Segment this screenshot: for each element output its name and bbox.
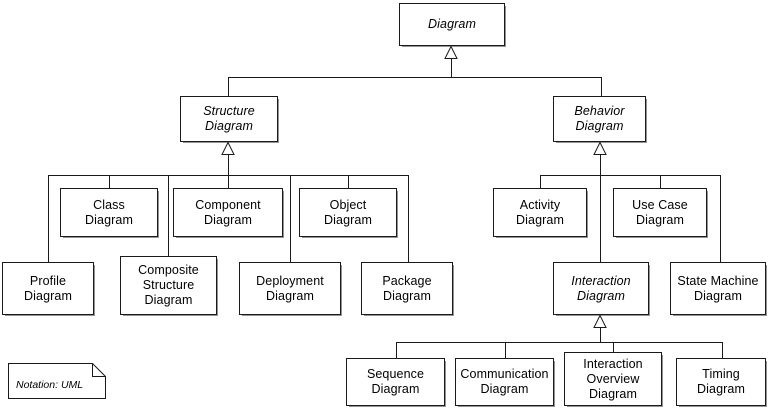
edge-interaction-stem <box>600 328 601 342</box>
edge-behavior-stem <box>600 155 601 175</box>
edge-drop-object <box>348 175 349 188</box>
notation-note: Notation: UML <box>8 363 106 399</box>
node-behavior-diagram[interactable]: Behavior Diagram <box>553 96 646 142</box>
node-deployment-diagram[interactable]: Deployment Diagram <box>239 262 341 315</box>
node-communication-diagram[interactable]: Communication Diagram <box>455 358 554 406</box>
generalization-arrow-structure <box>221 142 235 155</box>
edge-drop-component <box>228 175 229 188</box>
node-composite-structure-diagram[interactable]: Composite Structure Diagram <box>120 256 217 315</box>
edge-drop-communication <box>505 342 506 358</box>
node-use-case-diagram[interactable]: Use Case Diagram <box>613 188 707 237</box>
edge-drop-state-machine <box>720 175 721 262</box>
edge-drop-activity <box>540 175 541 188</box>
edge-drop-timing <box>722 342 723 358</box>
edge-drop-interaction <box>600 175 601 262</box>
node-profile-diagram[interactable]: Profile Diagram <box>2 262 94 315</box>
node-timing-diagram[interactable]: Timing Diagram <box>676 358 766 406</box>
node-object-diagram[interactable]: Object Diagram <box>299 188 397 237</box>
edge-drop-behavior <box>601 77 602 96</box>
edge-behavior-bus <box>540 175 721 176</box>
node-interaction-diagram[interactable]: Interaction Diagram <box>553 262 649 315</box>
edge-drop-composite-structure <box>168 175 169 256</box>
edge-drop-sequence <box>396 342 397 358</box>
edge-drop-profile <box>48 175 49 262</box>
node-interaction-overview-diagram[interactable]: Interaction Overview Diagram <box>564 352 662 406</box>
edge-drop-structure <box>228 77 229 96</box>
edge-drop-deployment <box>290 175 291 262</box>
edge-drop-class <box>109 175 110 188</box>
edge-structure-stem <box>228 155 229 175</box>
node-state-machine-diagram[interactable]: State Machine Diagram <box>670 262 766 315</box>
edge-drop-interaction-overview <box>613 342 614 352</box>
generalization-arrow-root <box>444 46 458 59</box>
node-class-diagram[interactable]: Class Diagram <box>60 188 158 237</box>
node-sequence-diagram[interactable]: Sequence Diagram <box>346 358 445 406</box>
edge-root-stem <box>451 59 452 77</box>
edge-drop-use-case <box>660 175 661 188</box>
edge-interaction-bus <box>396 342 723 343</box>
generalization-arrow-behavior <box>593 142 607 155</box>
node-activity-diagram[interactable]: Activity Diagram <box>493 188 587 237</box>
edge-root-bus <box>228 77 602 78</box>
edge-drop-package <box>408 175 409 262</box>
node-package-diagram[interactable]: Package Diagram <box>361 262 453 315</box>
generalization-arrow-interaction <box>593 315 607 328</box>
node-component-diagram[interactable]: Component Diagram <box>173 188 283 237</box>
node-diagram[interactable]: Diagram <box>399 3 505 46</box>
node-structure-diagram[interactable]: Structure Diagram <box>180 96 278 142</box>
notation-note-label: Notation: UML <box>16 379 84 391</box>
